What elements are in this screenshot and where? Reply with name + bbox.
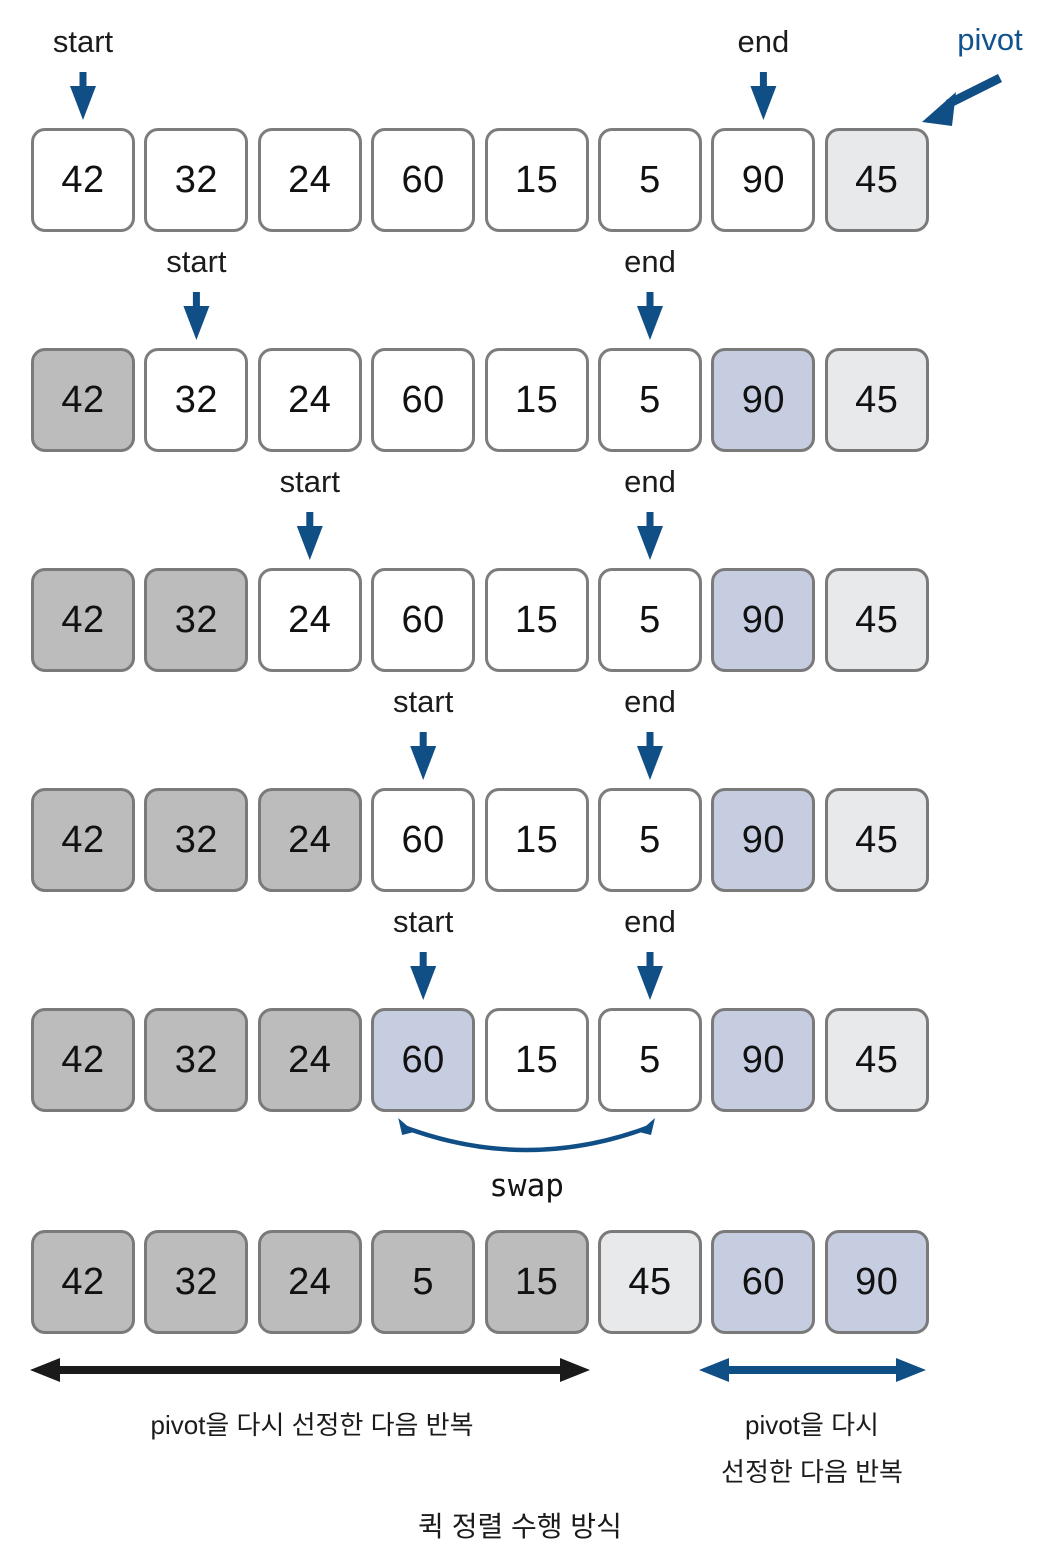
array-cell[interactable]: 60 bbox=[371, 348, 476, 452]
array-cell[interactable]: 24 bbox=[257, 568, 362, 672]
array-cell[interactable]: 15 bbox=[484, 128, 589, 232]
array-cell[interactable]: 42 bbox=[31, 788, 135, 892]
array-cell[interactable]: 32 bbox=[144, 1008, 249, 1112]
array-cell[interactable]: 90 bbox=[824, 1230, 929, 1334]
array-cell[interactable]: 24 bbox=[257, 1008, 362, 1112]
diagram-title: 퀵 정렬 수행 방식 bbox=[418, 1511, 622, 1542]
pointer-arrow-end bbox=[637, 292, 663, 340]
array-cell[interactable]: 5 bbox=[598, 1008, 702, 1112]
swap-arrow bbox=[398, 1118, 655, 1153]
array-cell[interactable]: 90 bbox=[711, 128, 816, 232]
array-cell[interactable]: 15 bbox=[484, 1230, 589, 1334]
array-cell[interactable]: 24 bbox=[257, 128, 362, 232]
array-cell[interactable]: 5 bbox=[371, 1230, 476, 1334]
array-cell[interactable]: 60 bbox=[371, 568, 476, 672]
array-cell[interactable]: 32 bbox=[144, 348, 249, 452]
array-cell[interactable]: 60 bbox=[371, 788, 476, 892]
pointer-arrow-start bbox=[410, 952, 437, 1000]
pivot-arrow bbox=[922, 73, 1003, 126]
pointer-arrow-start bbox=[183, 292, 210, 340]
pointer-arrow-end bbox=[637, 512, 663, 560]
right-partition-caption-line2: 선정한 다음 반복 bbox=[721, 1457, 903, 1487]
array-cell[interactable]: 42 bbox=[31, 1230, 135, 1334]
pointer-label-end: end bbox=[624, 244, 676, 279]
array-cell[interactable]: 24 bbox=[257, 788, 362, 892]
array-cell[interactable]: 15 bbox=[484, 568, 589, 672]
pointer-label-start: start bbox=[166, 244, 227, 279]
array-cell[interactable]: 32 bbox=[144, 788, 249, 892]
left-partition-range-arrow bbox=[30, 1358, 590, 1382]
swap-label: swap bbox=[489, 1168, 564, 1204]
array-cell[interactable]: 60 bbox=[371, 128, 476, 232]
array-cell[interactable]: 5 bbox=[598, 128, 702, 232]
array-cell[interactable]: 15 bbox=[484, 1008, 589, 1112]
array-cell[interactable]: 90 bbox=[711, 788, 816, 892]
array-cell[interactable]: 5 bbox=[598, 788, 702, 892]
array-cell[interactable]: 90 bbox=[711, 568, 816, 672]
pointer-arrow-end bbox=[750, 72, 777, 120]
pointer-label-end: end bbox=[737, 24, 790, 59]
array-cell[interactable]: 42 bbox=[31, 128, 135, 232]
array-cell[interactable]: 32 bbox=[144, 1230, 249, 1334]
array-cell[interactable]: 5 bbox=[598, 348, 702, 452]
array-cell[interactable]: 90 bbox=[711, 348, 816, 452]
array-cell[interactable]: 15 bbox=[484, 788, 589, 892]
pivot-label: pivot bbox=[957, 22, 1023, 57]
array-cell[interactable]: 24 bbox=[257, 348, 362, 452]
pointer-label-start: start bbox=[393, 904, 454, 939]
array-cell[interactable]: 45 bbox=[824, 788, 929, 892]
array-cell[interactable]: 42 bbox=[31, 568, 135, 672]
pointer-label-start: start bbox=[52, 24, 114, 59]
array-cell[interactable]: 45 bbox=[598, 1230, 702, 1334]
array-cell[interactable]: 45 bbox=[824, 1008, 929, 1112]
pointer-arrow-start bbox=[70, 72, 96, 120]
pointer-label-end: end bbox=[624, 684, 676, 719]
array-cell[interactable]: 60 bbox=[371, 1008, 476, 1112]
array-cell[interactable]: 45 bbox=[824, 128, 929, 232]
array-cell[interactable]: 45 bbox=[824, 568, 929, 672]
array-cell[interactable]: 32 bbox=[144, 568, 249, 672]
pointer-arrow-end bbox=[637, 732, 663, 780]
array-cell[interactable]: 24 bbox=[257, 1230, 362, 1334]
pointer-arrow-end bbox=[637, 952, 663, 1000]
pointer-arrow-start bbox=[410, 732, 437, 780]
right-partition-range-arrow bbox=[699, 1358, 926, 1382]
right-partition-caption-line1: pivot을 다시 bbox=[745, 1410, 879, 1440]
pointer-label-end: end bbox=[624, 904, 676, 939]
array-cell[interactable]: 5 bbox=[598, 568, 702, 672]
array-cell[interactable]: 60 bbox=[711, 1230, 816, 1334]
array-cell[interactable]: 45 bbox=[824, 348, 929, 452]
pointer-arrow-start bbox=[296, 512, 323, 560]
pointer-label-start: start bbox=[393, 684, 454, 719]
pointer-label-end: end bbox=[624, 464, 676, 499]
left-partition-caption: pivot을 다시 선정한 다음 반복 bbox=[150, 1410, 474, 1440]
pointer-label-start: start bbox=[279, 464, 340, 499]
array-cell[interactable]: 32 bbox=[144, 128, 249, 232]
array-cell[interactable]: 42 bbox=[31, 348, 135, 452]
array-cell[interactable]: 15 bbox=[484, 348, 589, 452]
array-cell[interactable]: 90 bbox=[711, 1008, 816, 1112]
array-cell[interactable]: 42 bbox=[31, 1008, 135, 1112]
